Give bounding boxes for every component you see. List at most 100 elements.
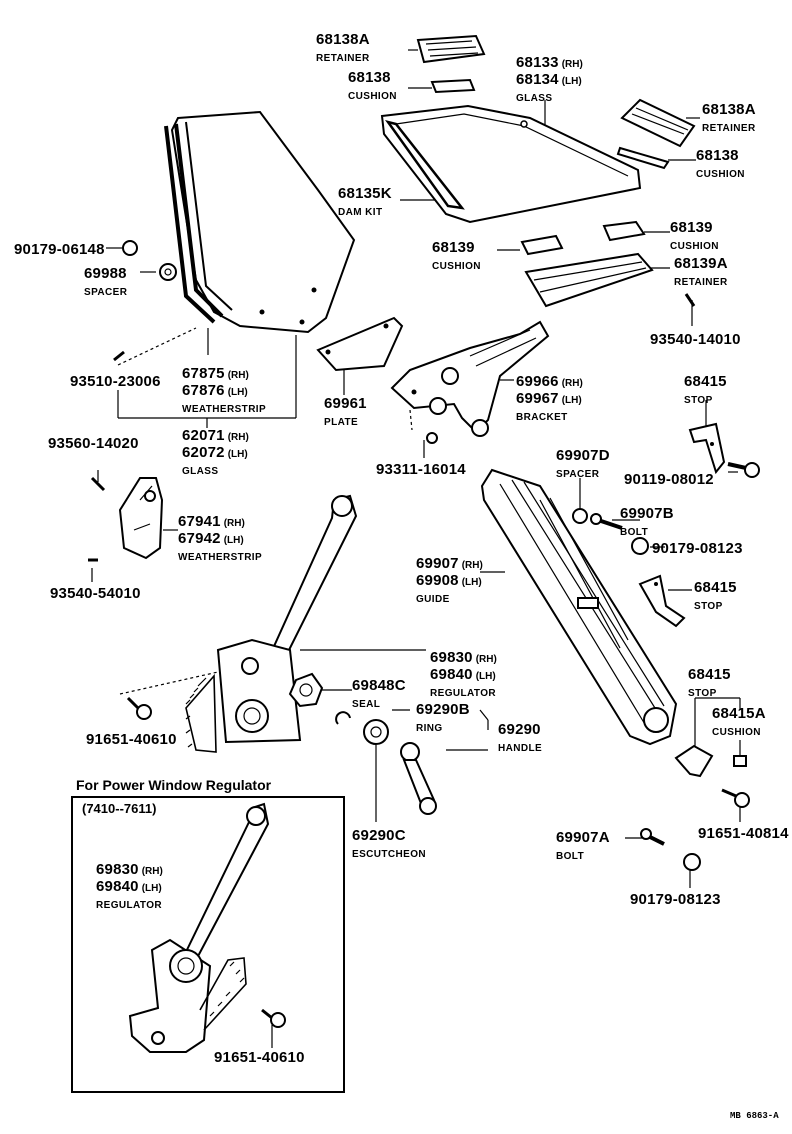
part-callout-p93510-23006: 93510-23006: [70, 374, 161, 391]
part-description: RING: [416, 723, 443, 734]
part-number: 91651-40814: [698, 825, 789, 842]
nut-90179-08123-b: [683, 853, 701, 871]
spacer-69988: [159, 263, 177, 281]
part-number-row: 68139: [432, 240, 481, 256]
part-description: STOP: [694, 601, 723, 612]
part-description: ESCUTCHEON: [352, 849, 427, 860]
part-callout-p68138a-right: 68138A RETAINER: [702, 102, 756, 135]
part-number: 69840: [96, 878, 139, 895]
part-description-row: STOP: [684, 391, 727, 407]
part-description: BOLT: [620, 527, 649, 538]
power-regulator-69830: [128, 802, 270, 1053]
part-callout-p91651-40814: 91651-40814: [698, 826, 789, 843]
part-number: 69908: [416, 572, 459, 589]
cushion-68138-right: [616, 146, 670, 170]
part-number: 68139A: [674, 255, 728, 272]
power-regulator-inset-frame: [71, 796, 345, 1093]
part-description: REGULATOR: [96, 900, 163, 911]
part-number: 69290C: [352, 827, 406, 844]
part-number: 90179-08123: [652, 540, 743, 557]
bolt-69907a: [640, 828, 665, 846]
part-number-row: 68135K: [338, 186, 392, 202]
spacer-69907d: [572, 508, 588, 524]
part-description-row: ESCUTCHEON: [352, 845, 426, 861]
part-callout-p90179-08123-a: 90179-08123: [652, 541, 743, 558]
side-indicator: (LH): [475, 671, 496, 682]
retainer-68138a-right: [620, 98, 696, 148]
part-number-row: 68415: [694, 580, 737, 596]
part-number: 69907: [416, 555, 459, 572]
part-description: DAM KIT: [338, 207, 383, 218]
part-number-row: 68415: [684, 374, 727, 390]
part-number: 68138A: [316, 31, 370, 48]
part-number: 93311-16014: [376, 461, 466, 478]
part-description-row: CUSHION: [712, 723, 766, 739]
part-description-row: WEATHERSTRIP: [182, 400, 266, 416]
part-number: 69961: [324, 395, 367, 412]
part-callout-p68133: 68133(RH)68134(LH)GLASS: [516, 55, 583, 105]
part-callout-p68135k: 68135K DAM KIT: [338, 186, 392, 219]
part-number: 68139: [432, 239, 475, 256]
part-number-row: 68138A: [316, 32, 370, 48]
part-number: 69966: [516, 373, 559, 390]
part-description-row: CUSHION: [432, 257, 481, 273]
part-number-row: 68415A: [712, 706, 766, 722]
part-description-row: STOP: [688, 684, 731, 700]
part-number-row: 93560-14020: [48, 436, 139, 452]
part-description-row: RETAINER: [702, 119, 756, 135]
part-description: CUSHION: [696, 169, 745, 180]
part-number-row: 90179-08123: [630, 892, 721, 908]
part-number: 68133: [516, 54, 559, 71]
part-number: 69967: [516, 390, 559, 407]
part-description: GUIDE: [416, 594, 450, 605]
part-callout-p90179-06148: 90179-06148: [14, 242, 105, 259]
part-number: 69907D: [556, 447, 610, 464]
part-number: 67941: [178, 513, 221, 530]
part-description: CUSHION: [432, 261, 481, 272]
part-number: 62072: [182, 444, 225, 461]
drawing-code: MB 6863-A: [730, 1111, 779, 1121]
part-number: 68135K: [338, 185, 392, 202]
screw-93540-14010: [684, 293, 696, 307]
part-number: 68139: [670, 219, 713, 236]
part-description-row: RETAINER: [316, 49, 370, 65]
quarter-glass-68133: [380, 104, 642, 224]
part-description: CUSHION: [712, 727, 761, 738]
part-number: 68138A: [702, 101, 756, 118]
part-description: CUSHION: [670, 241, 719, 252]
part-number: 68138: [696, 147, 739, 164]
stop-68415-low: [674, 744, 714, 778]
retainer-68138a-top: [416, 34, 486, 64]
part-number-row: 91651-40814: [698, 826, 789, 842]
bolt-69907b: [590, 513, 623, 530]
plate-69961: [316, 316, 404, 372]
part-number-row: 69840(LH): [430, 667, 497, 683]
side-indicator: (RH): [141, 866, 163, 877]
part-number-row: 62072(LH): [182, 445, 249, 461]
part-number-row: 69830(RH): [430, 650, 497, 666]
part-description: BOLT: [556, 851, 585, 862]
side-indicator: (RH): [227, 432, 249, 443]
part-callout-p93311-16014: 93311-16014: [376, 462, 466, 479]
stop-68415-top: [688, 422, 726, 475]
seal-69848c: [288, 672, 324, 708]
side-indicator: (RH): [461, 560, 483, 571]
part-description-row: STOP: [694, 597, 737, 613]
part-number: 69907A: [556, 829, 610, 846]
part-description: STOP: [688, 688, 717, 699]
part-number: 68415: [684, 373, 727, 390]
part-number-row: 69290C: [352, 828, 426, 844]
part-description: SEAL: [352, 699, 381, 710]
bolt-91651-40814: [721, 788, 750, 808]
part-number-row: 69907(RH): [416, 556, 483, 572]
side-indicator: (LH): [227, 387, 248, 398]
part-number: 62071: [182, 427, 225, 444]
part-description: RETAINER: [702, 123, 756, 134]
part-number: 69907B: [620, 505, 674, 522]
part-callout-p93540-14010: 93540-14010: [650, 332, 741, 349]
